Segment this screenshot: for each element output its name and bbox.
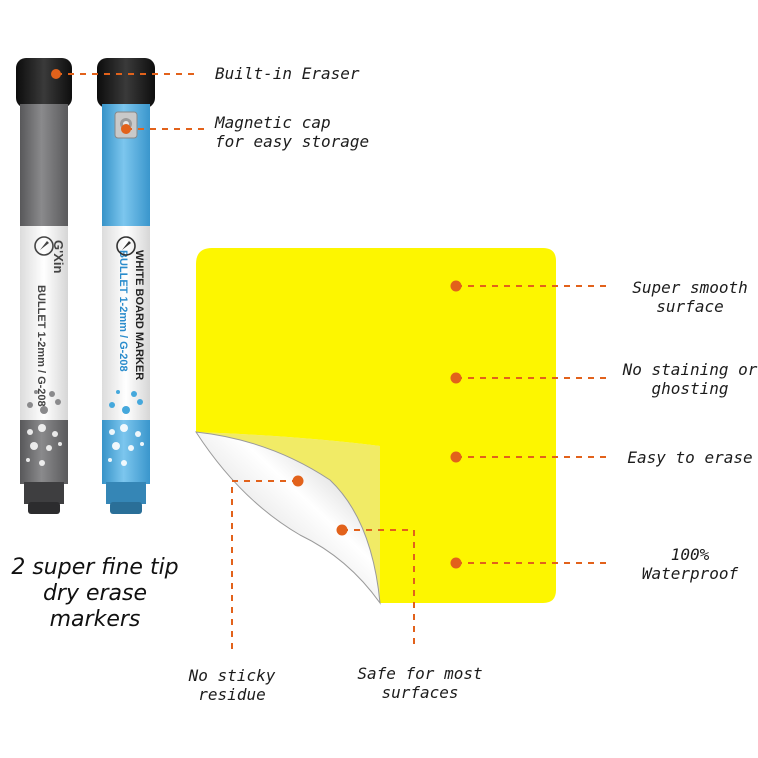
pen-nib-icon xyxy=(116,236,136,256)
magnetic-whiteboard-sheet xyxy=(195,248,556,605)
markers-caption: 2 super fine tip dry erase markers xyxy=(11,555,179,632)
callout-easy-to-erase: Easy to erase xyxy=(627,448,753,467)
grey-marker-brand: G'Xin xyxy=(51,240,66,273)
callout-no-staining: No staining or ghosting xyxy=(622,360,758,398)
blue-marker: WHITE BOARD MARKER BULLET 1-2mm / G-208 xyxy=(97,58,155,514)
grey-marker: G'Xin BULLET 1-2mm / G-208 xyxy=(16,58,72,514)
grey-marker-spec: BULLET 1-2mm / G-208 xyxy=(35,285,47,407)
blue-marker-eraser-cap xyxy=(97,58,155,108)
blue-marker-spec: BULLET 1-2mm / G-208 xyxy=(117,250,129,372)
magnetic-backing-curl xyxy=(195,431,381,605)
callout-dots xyxy=(51,69,462,569)
callout-magnetic-cap: Magnetic cap for easy storage xyxy=(215,113,370,151)
callout-no-sticky-residue: No sticky residue xyxy=(188,666,276,704)
callout-built-in-eraser: Built-in Eraser xyxy=(215,64,360,83)
pen-nib-icon xyxy=(34,236,54,256)
callout-waterproof: 100% Waterproof xyxy=(641,545,739,583)
leader-lines xyxy=(56,73,612,654)
callout-super-smooth: Super smooth surface xyxy=(632,278,748,316)
callout-safe-surfaces: Safe for most surfaces xyxy=(357,664,483,702)
blue-marker-product: WHITE BOARD MARKER xyxy=(133,250,145,380)
grey-marker-eraser-cap xyxy=(16,58,72,108)
